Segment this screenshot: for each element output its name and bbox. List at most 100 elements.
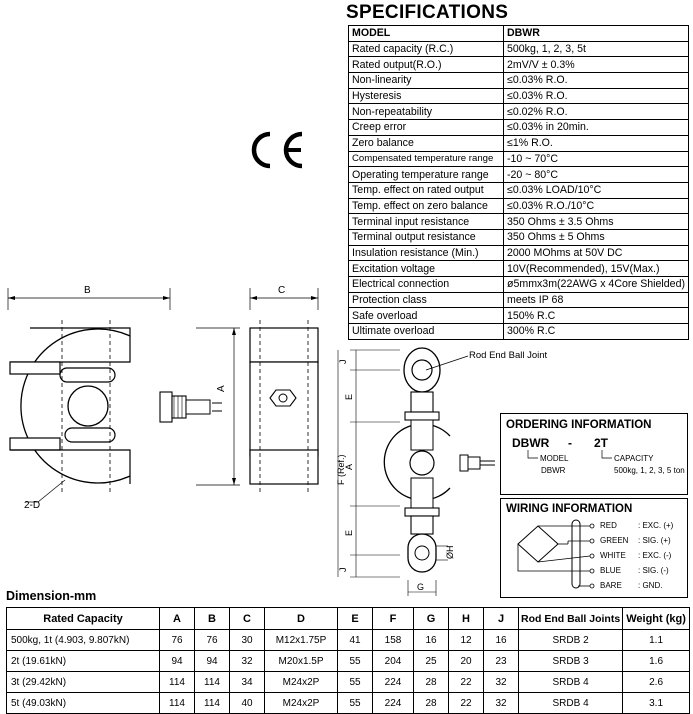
dimension-column-header: Weight (kg) [622, 607, 690, 630]
wiring-title: WIRING INFORMATION [506, 503, 633, 515]
spec-label: Operating temperature range [348, 166, 504, 183]
dimension-column-header: Rod End Ball Joints [517, 607, 624, 630]
ordering-capacity-value: 500kg, 1, 2, 3, 5 ton [614, 466, 685, 475]
dimension-capacity-cell: 5t (49.03kN) [6, 692, 160, 714]
dimension-cell: 114 [194, 692, 230, 714]
wire-signal: : SIG. (+) [638, 536, 671, 545]
ce-mark-icon [251, 131, 303, 169]
spec-row: Non-linearity≤0.03% R.O. [348, 72, 689, 89]
dimension-column-header: B [194, 607, 230, 630]
dimension-capacity-cell: 2t (19.61kN) [6, 650, 160, 672]
spec-header-value: DBWR [503, 25, 689, 42]
dimension-cell: 32 [483, 692, 519, 714]
ordering-capacity-code: 2T [594, 436, 609, 450]
spec-label: Temp. effect on zero balance [348, 197, 504, 215]
wire-color: BARE [600, 581, 622, 590]
spec-value: 500kg, 1, 2, 3, 5t [503, 40, 689, 58]
spec-value: ≤0.02% R.O. [503, 103, 689, 121]
dimension-cell: 2.6 [622, 671, 690, 693]
dimension-cell: 22 [448, 671, 484, 693]
dimension-column-header: E [337, 607, 373, 630]
spec-row: Hysteresis≤0.03% R.O. [348, 87, 689, 105]
spec-value: ≤0.03% LOAD/10°C [503, 181, 689, 199]
spec-value: 2mV/V ± 0.3% [503, 56, 689, 74]
dimension-cell: 3.1 [622, 692, 690, 714]
dimension-column-header: F [372, 607, 414, 630]
spec-label: Rated capacity (R.C.) [348, 40, 504, 58]
dimension-cell: 1.6 [622, 650, 690, 672]
label-e-top: E [344, 394, 354, 400]
spec-row: Rated output(R.O.)2mV/V ± 0.3% [348, 56, 689, 74]
dimension-cell: 55 [337, 671, 373, 693]
label-a: A [216, 385, 227, 392]
wire-signal: : SIG. (-) [638, 566, 669, 575]
label-h: ØH [445, 546, 455, 560]
spec-label: Rated output(R.O.) [348, 56, 504, 74]
dimension-cell: 1.1 [622, 629, 690, 651]
label-2d: 2-D [24, 500, 40, 511]
dimension-cell: 16 [483, 629, 519, 651]
dimension-cell: 204 [372, 650, 414, 672]
spec-label: Hysteresis [348, 87, 504, 105]
spec-value: ≤0.03% in 20min. [503, 119, 689, 136]
wire-color: WHITE [600, 551, 626, 560]
spec-label: Insulation resistance (Min.) [348, 244, 504, 262]
ordering-model-value: DBWR [541, 466, 566, 475]
dimension-cell: 22 [448, 692, 484, 714]
dimension-column-header: G [413, 607, 449, 630]
spec-label: Terminal output resistance [348, 228, 504, 246]
dimension-cell: 28 [413, 692, 449, 714]
dimension-cell: 76 [194, 629, 230, 651]
spec-label: Safe overload [348, 307, 504, 325]
spec-value: ø5mmx3m(22AWG x 4Core Shielded) [503, 276, 689, 293]
spec-value: ≤0.03% R.O. [503, 72, 689, 89]
dimension-title: Dimension-mm [6, 589, 97, 603]
dimension-cell: 16 [413, 629, 449, 651]
spec-value: ≤0.03% R.O./10°C [503, 197, 689, 215]
spec-value: 10V(Recommended), 15V(Max.) [503, 260, 689, 277]
spec-label: Zero balance [348, 134, 504, 152]
spec-value: ≤1% R.O. [503, 134, 689, 152]
dimension-cell: 114 [194, 671, 230, 693]
ordering-info-box [500, 413, 688, 495]
spec-row: Non-repeatability≤0.02% R.O. [348, 103, 689, 121]
dimension-cell: 76 [159, 629, 195, 651]
wire-signal: : EXC. (-) [638, 551, 672, 560]
dimension-column-header: D [264, 607, 338, 630]
wire-color: GREEN [600, 536, 629, 545]
spec-label: Terminal input resistance [348, 213, 504, 230]
wire-signal: : GND. [638, 581, 663, 590]
label-a-vert: A [344, 464, 354, 470]
dimension-cell: 28 [413, 671, 449, 693]
spec-label: Electrical connection [348, 276, 504, 293]
front-view-drawing: B A 2-D C [7, 285, 319, 511]
dimension-cell: SRDB 4 [517, 692, 624, 714]
dimension-cell: 158 [372, 629, 414, 651]
spec-row: Compensated temperature range-10 ~ 70°C [348, 150, 689, 168]
dimension-cell: 94 [194, 650, 230, 672]
spec-value: -20 ~ 80°C [503, 166, 689, 183]
spec-value: 300% R.C [503, 323, 689, 340]
specifications-table: MODEL DBWR Rated capacity (R.C.)500kg, 1… [348, 25, 689, 340]
dimension-cell: 25 [413, 650, 449, 672]
label-j-bottom: J [338, 568, 348, 573]
ordering-dash: - [568, 436, 572, 450]
dimension-column-header: J [483, 607, 519, 630]
ordering-title: ORDERING INFORMATION [506, 419, 652, 431]
dimension-cell: 94 [159, 650, 195, 672]
dimension-cell: SRDB 2 [517, 629, 624, 651]
dimension-cell: 32 [229, 650, 265, 672]
label-g: G [417, 582, 424, 592]
wire-color: RED [600, 521, 617, 530]
spec-label: Compensated temperature range [348, 150, 504, 168]
dimension-cell: M24x2P [264, 692, 338, 714]
spec-value: 150% R.C [503, 307, 689, 325]
